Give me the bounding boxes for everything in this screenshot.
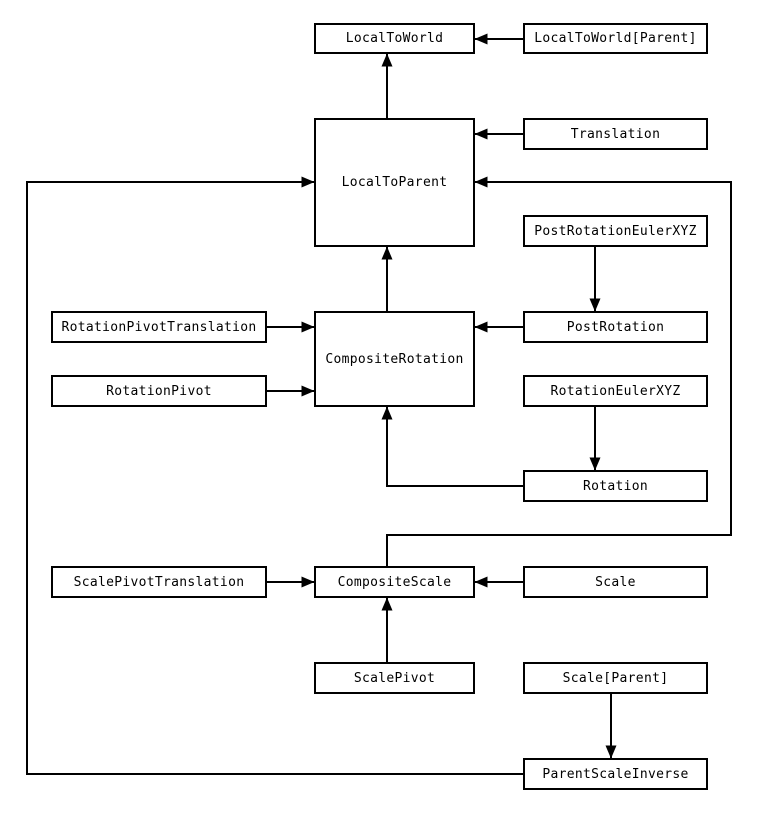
node-scale-pivot-translation: ScalePivotTranslation [51,566,267,598]
node-parent-scale-inverse: ParentScaleInverse [523,758,708,790]
edge-rotation-to-compositerotation [381,406,523,487]
node-local-to-parent: LocalToParent [314,118,475,247]
node-rotation: Rotation [523,470,708,502]
node-scale: Scale [523,566,708,598]
node-post-rotation-euler-xyz: PostRotationEulerXYZ [523,215,708,247]
edge-compositescale-to-localtoparent [386,176,732,566]
node-translation: Translation [523,118,708,150]
node-post-rotation: PostRotation [523,311,708,343]
node-scale-pivot: ScalePivot [314,662,475,694]
node-local-to-world: LocalToWorld [314,23,475,54]
node-composite-rotation: CompositeRotation [314,311,475,407]
node-rotation-euler-xyz: RotationEulerXYZ [523,375,708,407]
edge-parentscaleinverse-to-localtoparent [26,176,523,775]
node-local-to-world-parent: LocalToWorld[Parent] [523,23,708,54]
node-rotation-pivot-translation: RotationPivotTranslation [51,311,267,343]
node-composite-scale: CompositeScale [314,566,475,598]
node-scale-parent: Scale[Parent] [523,662,708,694]
node-rotation-pivot: RotationPivot [51,375,267,407]
